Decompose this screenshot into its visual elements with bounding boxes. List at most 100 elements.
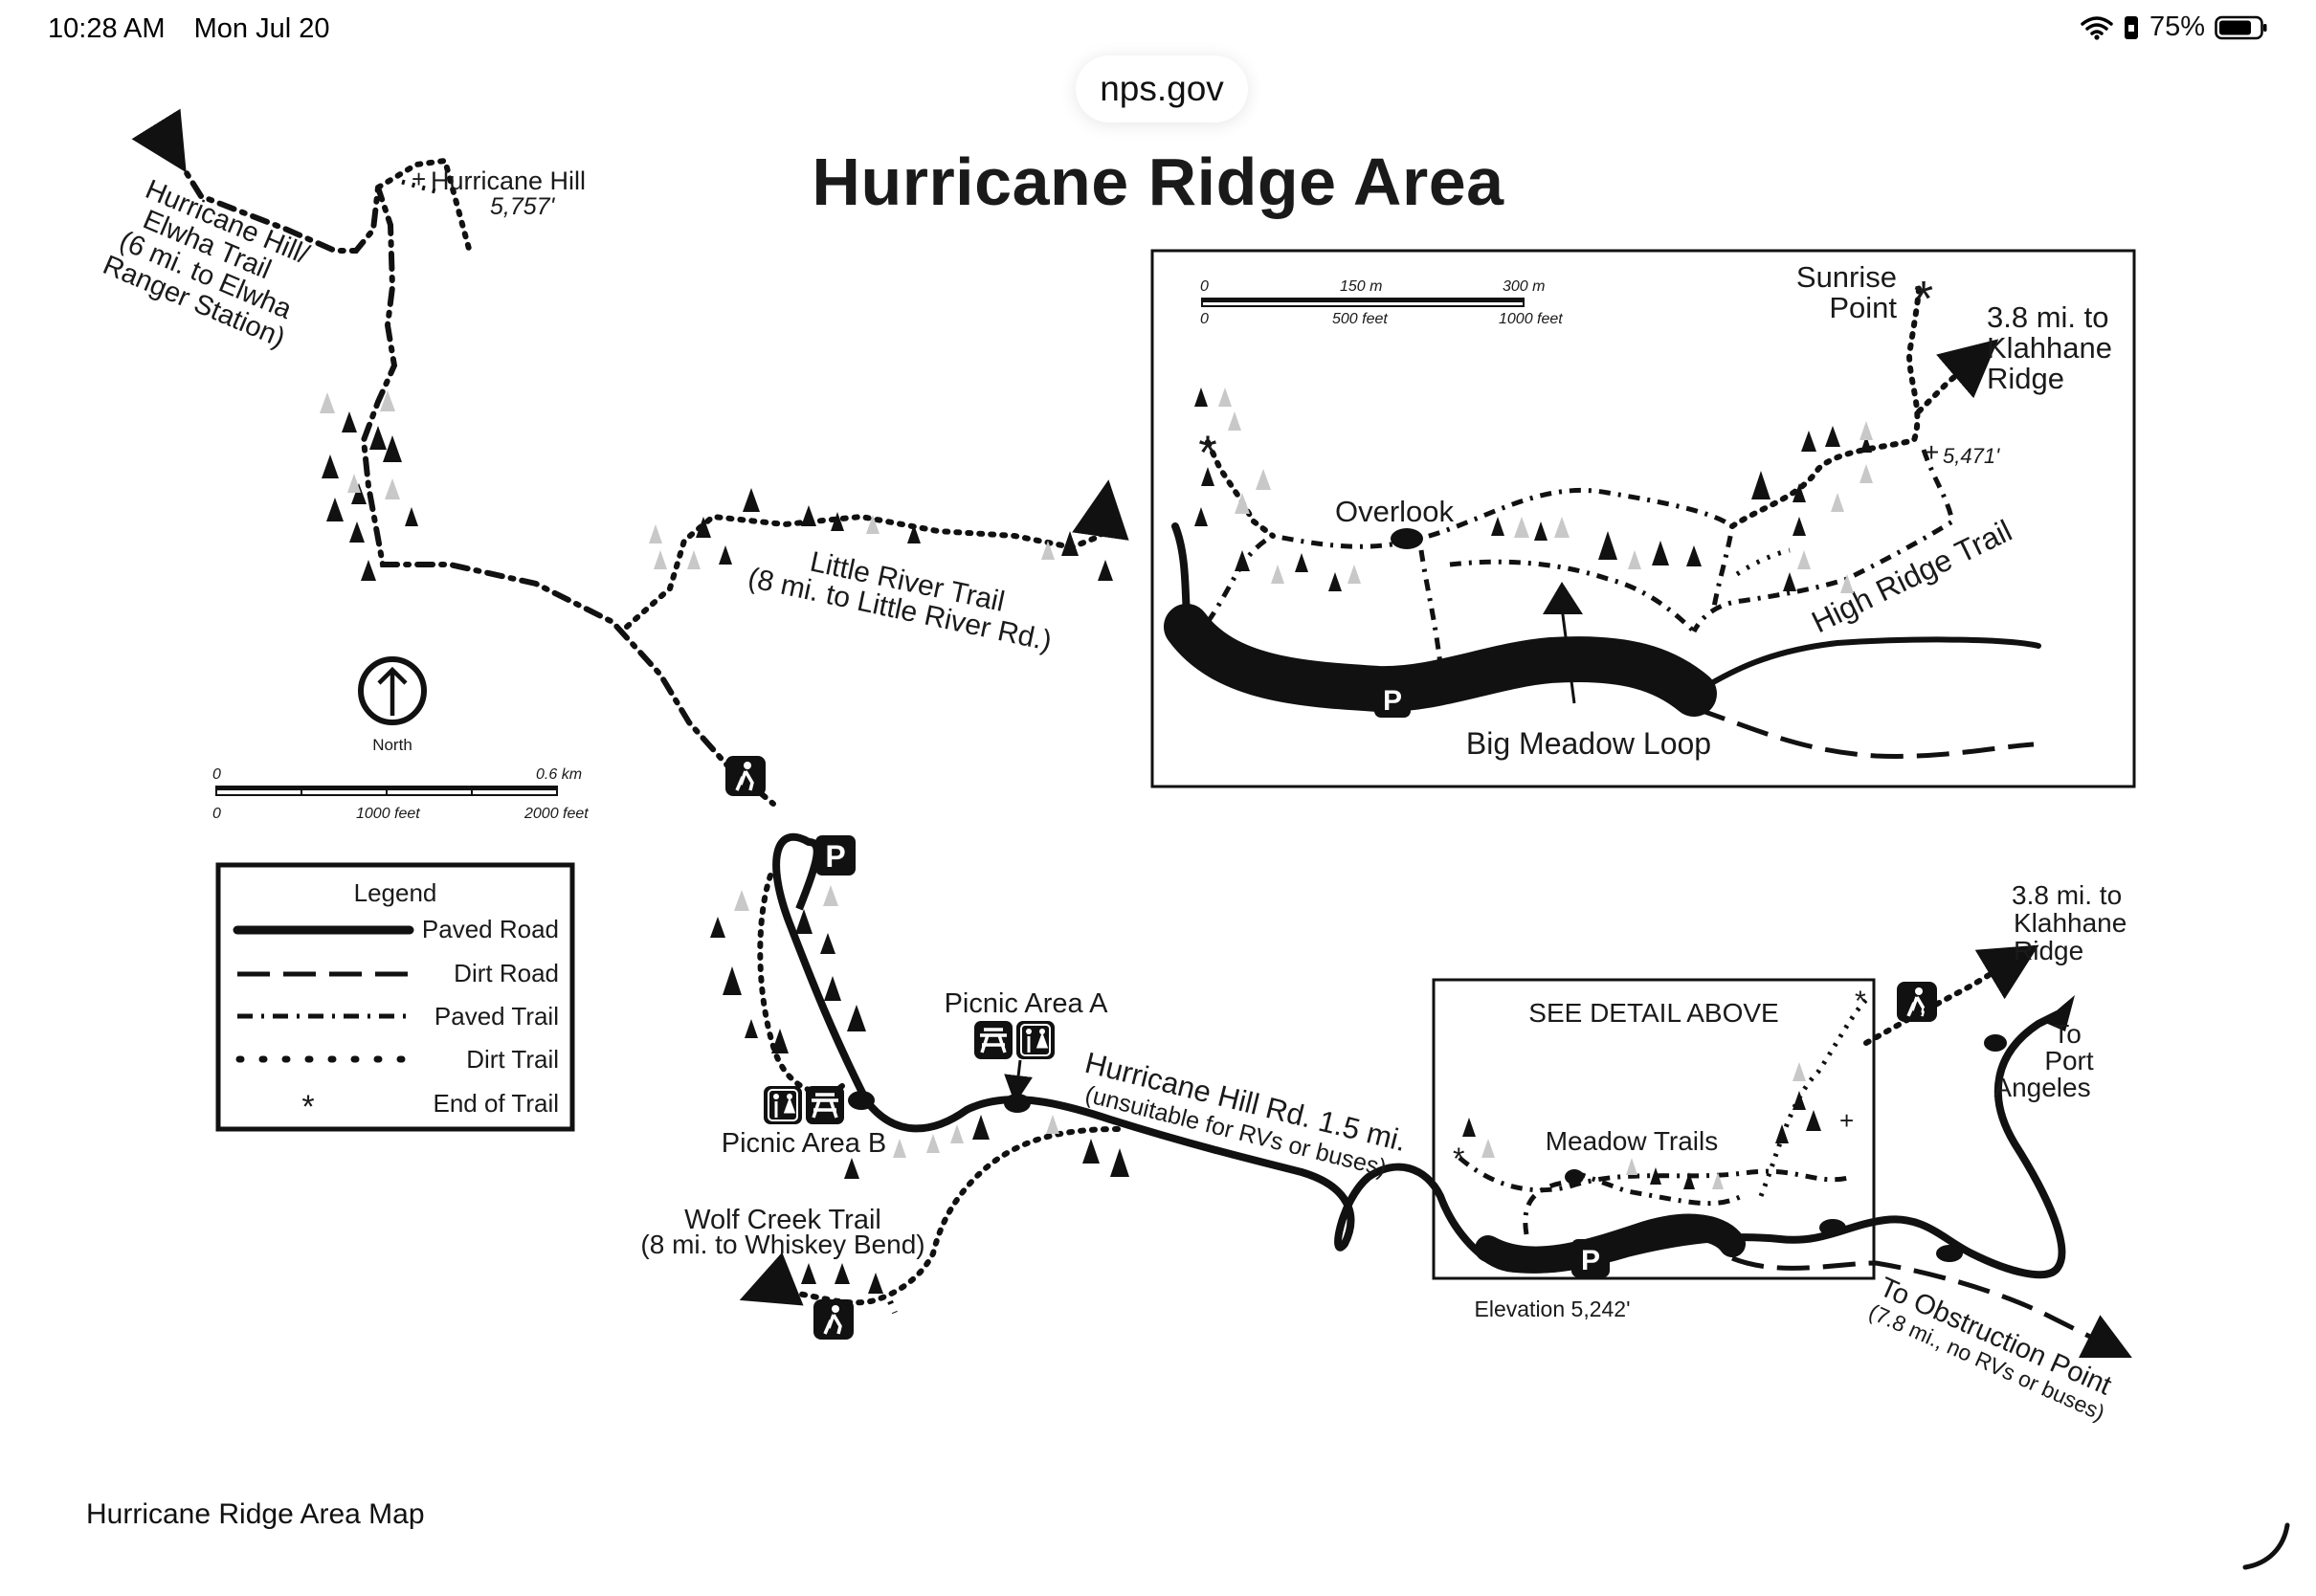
url-bar[interactable]: nps.gov (1076, 55, 1248, 122)
hiker-icon (725, 756, 766, 796)
legend-box (215, 862, 575, 1132)
detail-klahhane-label-2: Klahhane (1987, 331, 2112, 365)
tree-cluster (322, 411, 1113, 581)
picnic-a-pointer (1004, 1059, 1034, 1104)
meadow-node (1565, 1169, 1584, 1185)
sunrise-label-2: Point (1829, 291, 1897, 324)
detail-dirt-trail-north (1729, 284, 1922, 529)
detail-scale-150m: 150 m (1340, 278, 1382, 295)
url-text: nps.gov (1100, 69, 1224, 108)
status-time: 10:28 AM (48, 13, 166, 44)
parking-icon: P (815, 835, 856, 876)
detail-parking-label: P (1383, 685, 1402, 717)
hiker-icon (813, 1299, 854, 1340)
port-angeles-label-3: Angeles (1993, 1073, 2090, 1102)
main-scale-2000ft: 2000 feet (523, 806, 589, 822)
main-scale-bar: 0 0.6 km 0 1000 feet 2000 feet (212, 766, 589, 822)
legend-title: Legend (354, 878, 437, 907)
hh-trail-label: Hurricane Hill/ Elwha Trail (6 mi. to El… (99, 174, 314, 354)
north-arrow-icon (358, 656, 427, 725)
big-meadow-label: Big Meadow Loop (1466, 726, 1711, 761)
wifi-icon (2081, 15, 2113, 40)
lower-parking-road (1475, 1213, 1746, 1274)
picnic-table-icon (806, 1086, 844, 1124)
overlook-node (1391, 528, 1423, 549)
lock-orientation-icon (2124, 15, 2138, 39)
wolf-creek-label-2: (8 mi. to Whiskey Bend) (640, 1230, 924, 1259)
resize-handle-icon[interactable] (2239, 1519, 2293, 1573)
status-right: 75% (2081, 11, 2268, 43)
wolf-creek-label-1: Wolf Creek Trail (684, 1205, 881, 1235)
meadow-trails-label: Meadow Trails (1546, 1126, 1719, 1156)
lower-summit-marker: + (1839, 1106, 1854, 1135)
status-time-date: 10:28 AM Mon Jul 20 (48, 13, 350, 45)
klahhane-label-1: 3.8 mi. to (2012, 880, 2122, 910)
detail-parking-icon: P (1374, 677, 1411, 718)
detail-klahhane-label-3: Ridge (1987, 362, 2064, 395)
status-date: Mon Jul 20 (193, 13, 330, 44)
picnic-a-label: Picnic Area A (945, 988, 1109, 1019)
lower-trees-gray (1481, 1062, 1806, 1189)
lower-end-asterisk-icon: * (1855, 986, 1866, 1017)
overlook-label: Overlook (1335, 495, 1455, 528)
battery-icon (2215, 15, 2267, 39)
detail-scale-500ft: 500 feet (1332, 311, 1388, 327)
tree-cluster-lower-gray (734, 885, 1059, 1158)
hurricane-hill-trail (131, 108, 776, 807)
main-scale-zero-top: 0 (212, 766, 221, 783)
legend-asterisk-icon: * (301, 1089, 314, 1125)
detail-scale-zero-top: 0 (1200, 278, 1209, 295)
detail-scale-1000ft: 1000 feet (1499, 311, 1563, 327)
meadow-trail-loop (1523, 1169, 1744, 1235)
restroom-icon (1016, 1021, 1055, 1059)
hh-road-label: Hurricane Hill Rd. 1.5 mi. (unsuitable f… (1081, 1046, 1410, 1182)
legend-label-paved-road: Paved Road (422, 915, 559, 943)
see-detail-box (1432, 978, 1876, 1280)
little-river-label: Little River Trail (8 mi. to Little Rive… (746, 546, 1055, 657)
tree-cluster-lower (710, 909, 1129, 1294)
detail-road-main (1164, 604, 1717, 717)
map-title: Hurricane Ridge Area (812, 144, 1504, 219)
status-bar: 10:28 AM Mon Jul 20 75% (0, 0, 2316, 61)
road-node (1984, 1034, 2007, 1052)
road-node (1819, 1219, 1846, 1236)
elevation-label: Elevation 5,242' (1475, 1297, 1631, 1321)
hurricane-hill-marker: + (412, 165, 426, 193)
legend-label-dirt-trail: Dirt Trail (466, 1045, 559, 1074)
detail-trees-gray (1218, 388, 1873, 593)
port-angeles-label-1: To (2053, 1019, 2082, 1049)
hurricane-hill-label: Hurricane Hill (431, 166, 586, 195)
little-river-trail (624, 479, 1129, 630)
big-meadow-pointer (1560, 607, 1576, 704)
big-meadow-arrow (1543, 582, 1583, 614)
meadow-trail-upper (1758, 998, 1868, 1197)
lower-end-asterisk-icon: * (1453, 1142, 1464, 1176)
picnic-table-icon (974, 1021, 1013, 1059)
detail-trees (1194, 388, 1872, 591)
legend-label-dirt-road: Dirt Road (454, 959, 559, 987)
detail-summit-marker: + (1924, 437, 1939, 467)
parking-icon: P (1571, 1239, 1610, 1277)
sunrise-label-1: Sunrise (1796, 260, 1897, 294)
wolf-creek-spur (887, 1299, 898, 1315)
legend-label-paved-trail: Paved Trail (434, 1002, 559, 1031)
detail-scale-zero-bottom: 0 (1200, 311, 1209, 327)
hurricane-hill-elevation: 5,757' (490, 193, 556, 220)
obstruction-point-road (1731, 1255, 2132, 1358)
port-angeles-arrow (2043, 995, 2075, 1031)
port-angeles-label-2: Port (2044, 1046, 2094, 1075)
lower-trees (1462, 1091, 1821, 1189)
main-scale-zero-bottom: 0 (212, 806, 221, 822)
detail-scale-300m: 300 m (1503, 278, 1545, 295)
detail-west-asterisk-icon: * (1198, 426, 1216, 479)
picnic-b-label: Picnic Area B (722, 1128, 886, 1159)
detail-road-east (1691, 636, 2041, 697)
see-detail-label: SEE DETAIL ABOVE (1528, 998, 1778, 1028)
detail-dirt-road (1693, 705, 2035, 759)
detail-scale-bar: 0 150 m 300 m 0 500 feet 1000 feet (1200, 278, 1563, 327)
detail-klahhane-trail (1916, 339, 1999, 414)
legend-label-end-of-trail: End of Trail (433, 1089, 559, 1118)
wolf-creek-trail (739, 1126, 1121, 1306)
main-scale-1000ft: 1000 feet (356, 806, 420, 822)
